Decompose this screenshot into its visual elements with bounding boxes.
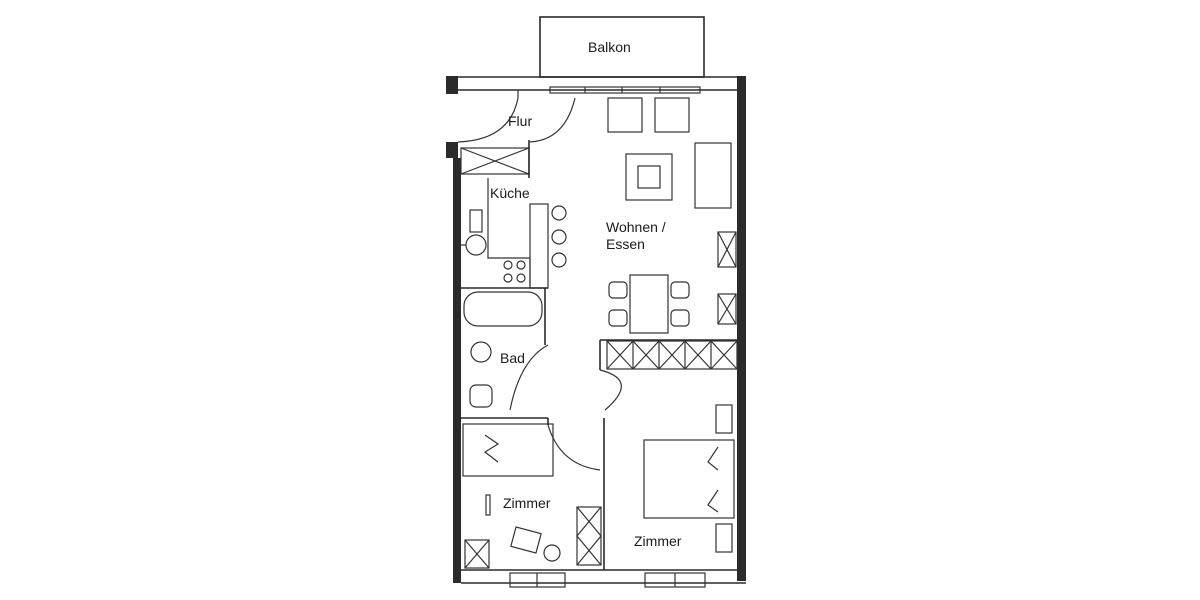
bottom-windows xyxy=(509,572,706,588)
hallway xyxy=(547,339,740,570)
room-label-essen: Essen xyxy=(606,236,645,252)
entry-door xyxy=(457,90,576,143)
kitchen-counter xyxy=(461,178,567,289)
flur-wardrobe xyxy=(460,140,530,178)
room-label-bad: Bad xyxy=(500,350,525,366)
exterior-walls xyxy=(446,76,746,584)
top-window xyxy=(549,86,701,94)
wardrobe-row xyxy=(606,340,738,370)
room-label-flur: Flur xyxy=(508,113,533,129)
room1-furniture xyxy=(462,423,602,569)
room2-furniture xyxy=(643,404,735,553)
room-label-balkon: Balkon xyxy=(588,39,631,55)
bathroom xyxy=(461,287,549,419)
room-label-kueche: Küche xyxy=(490,185,530,201)
room-label-wohnen: Wohnen / xyxy=(606,219,666,235)
room-label-zimmer-2: Zimmer xyxy=(634,533,682,549)
room-label-zimmer-1: Zimmer xyxy=(503,495,551,511)
living-furniture xyxy=(607,97,737,334)
